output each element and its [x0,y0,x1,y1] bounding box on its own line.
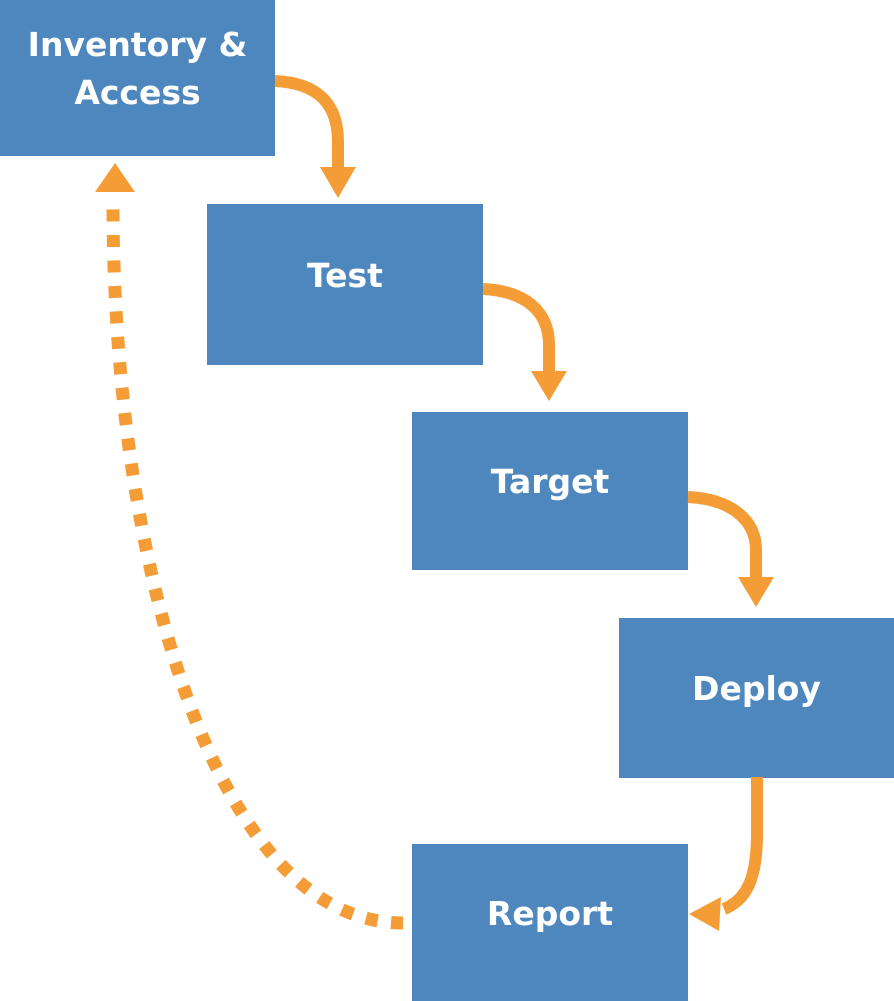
node-deploy-label: Deploy [692,669,821,709]
edge-inventory-to-test-arrow [274,75,356,198]
node-test: Test [207,204,483,365]
edge-target-to-deploy-arrow [687,491,774,607]
node-target-label: Target [490,462,610,502]
node-deploy: Deploy [619,618,894,778]
edge-test-to-target-arrow [482,283,567,401]
node-test-label: Test [307,255,383,295]
node-report-label: Report [486,893,614,933]
edge-deploy-to-report-arrow [689,777,763,931]
node-report: Report [412,844,688,1001]
node-target: Target [412,412,688,570]
node-inventory-access: Inventory & Access [0,0,275,156]
node-inventory-access-label: Inventory & Access [27,25,248,112]
